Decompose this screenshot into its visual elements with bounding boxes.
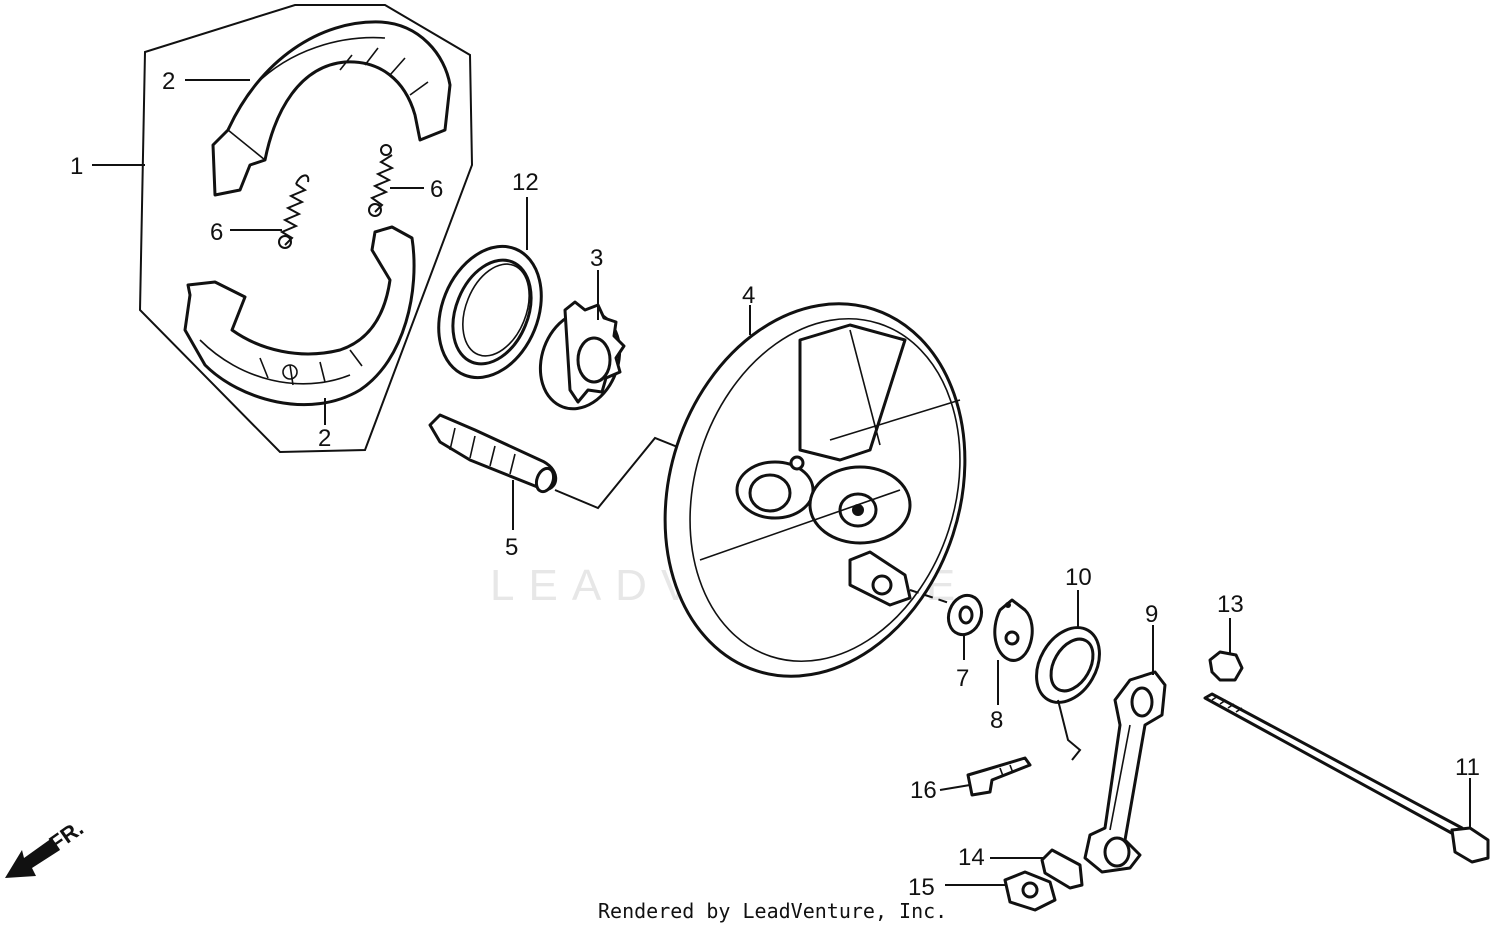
axle-centerline xyxy=(909,589,956,606)
callout-9: 9 xyxy=(1145,601,1158,628)
callout-10: 10 xyxy=(1065,564,1092,591)
front-direction-arrow: FR. xyxy=(5,815,88,878)
callout-1: 1 xyxy=(70,153,83,180)
callout-7: 7 xyxy=(956,665,969,692)
callout-5: 5 xyxy=(505,534,518,561)
indicator-seal xyxy=(946,593,984,637)
callout-2-upper: 2 xyxy=(162,68,175,95)
dust-seal xyxy=(437,244,543,380)
brake-panel xyxy=(663,302,967,678)
arrow-left-down-icon xyxy=(5,838,60,878)
front-axle xyxy=(1203,692,1490,864)
axle-nut xyxy=(1208,650,1244,682)
speedometer-gear xyxy=(538,300,626,411)
leader-lines xyxy=(92,79,1471,886)
lower-brake-shoe xyxy=(183,225,416,407)
callout-4: 4 xyxy=(742,282,755,309)
brake-arm xyxy=(1083,670,1167,874)
callout-3: 3 xyxy=(590,245,603,272)
brake-adjusting-nut xyxy=(1003,870,1057,912)
brake-arm-bolt xyxy=(966,756,1032,797)
callout-2-lower: 2 xyxy=(318,425,331,452)
upper-brake-shoe xyxy=(211,20,452,197)
callout-16: 16 xyxy=(910,777,937,804)
credit-line: Rendered by LeadVenture, Inc. xyxy=(598,899,947,923)
cam-leader xyxy=(554,436,691,510)
callout-13: 13 xyxy=(1217,591,1244,618)
callout-14: 14 xyxy=(958,844,985,871)
callout-6-right: 6 xyxy=(430,176,443,203)
brake-rod-joint xyxy=(1040,848,1084,890)
return-spring-left xyxy=(278,174,310,249)
callout-11: 11 xyxy=(1455,754,1480,781)
callout-15: 15 xyxy=(908,874,935,901)
brake-shoe-set-outline xyxy=(138,4,474,454)
callout-8: 8 xyxy=(990,707,1003,734)
callout-6-left: 6 xyxy=(210,219,223,246)
brake-cam xyxy=(428,413,558,494)
wear-indicator-plate xyxy=(993,598,1034,662)
return-spring-right xyxy=(368,144,395,217)
callout-12: 12 xyxy=(512,169,539,196)
brake-arm-return-spring xyxy=(1035,626,1101,761)
